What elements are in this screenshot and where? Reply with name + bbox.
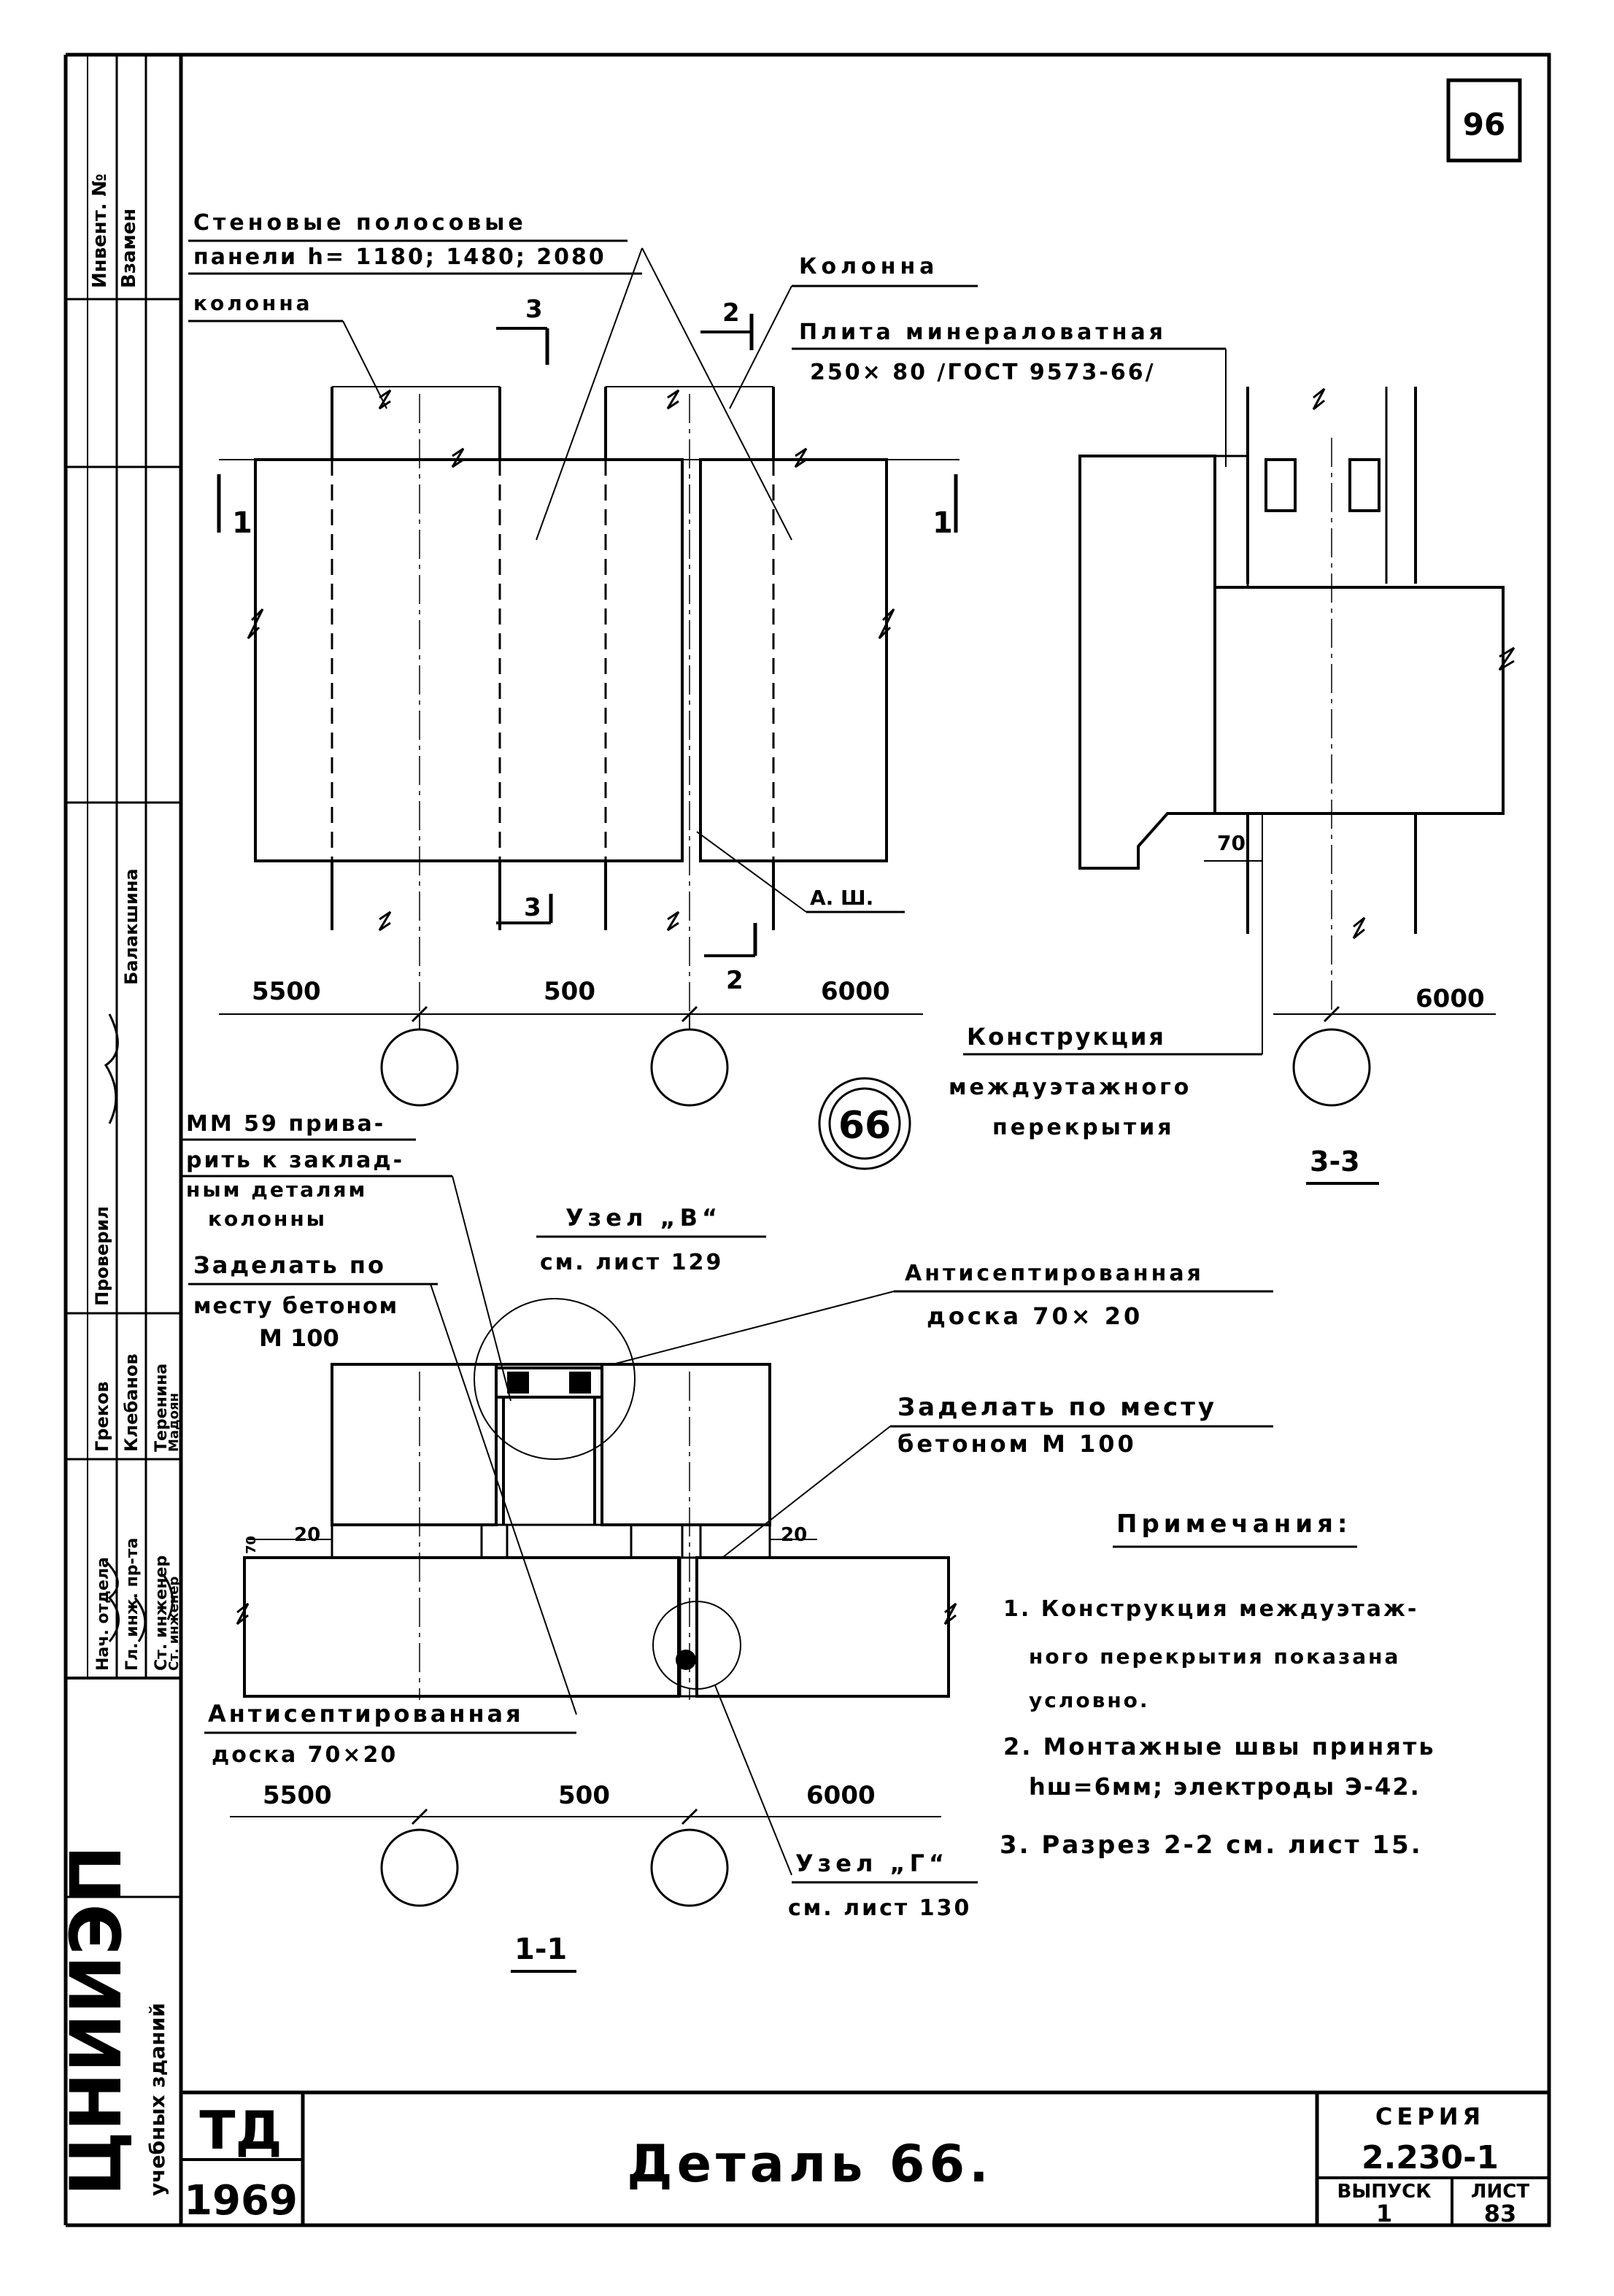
- label-floor: Конструкция: [967, 1023, 1166, 1051]
- issue-value: 1: [1376, 2200, 1392, 2227]
- note-mm59-1: ММ 59 прива-: [186, 1111, 385, 1137]
- dim-6000: 6000: [821, 977, 890, 1006]
- note-1-line-1: 1. Конструкция междуэтаж-: [1003, 1596, 1418, 1622]
- side-stamp: Инвент. № Взамен Нач. отдела Гл. инж. пр…: [66, 55, 182, 1898]
- label-aw: А. Ш.: [810, 886, 873, 910]
- sheet-title: Деталь 66.: [627, 2134, 993, 2194]
- caption-1-1: 1-1: [514, 1933, 567, 1966]
- td-label: ТД: [199, 2100, 282, 2161]
- page-number-box: 96: [1446, 78, 1522, 163]
- dim-70-side: 70: [244, 1536, 259, 1554]
- dim-6000-right: 6000: [1416, 984, 1485, 1013]
- stamp-name-1: Греков: [92, 1381, 112, 1452]
- dim-5500: 5500: [252, 977, 321, 1006]
- org-block: ЦНИИЭП учебных зданий: [55, 1845, 169, 2196]
- stamp-name-3: Теренина: [152, 1364, 171, 1452]
- note-3: 3. Разрез 2-2 см. лист 15.: [1000, 1831, 1423, 1860]
- note-seal-1: Заделать по: [193, 1251, 386, 1279]
- note-2-line-2: hш=6мм; электроды Э-42.: [1029, 1773, 1421, 1801]
- dim-500-bottom: 500: [558, 1781, 610, 1810]
- label-mineral-2: 250× 80 /ГОСТ 9573-66/: [810, 360, 1156, 385]
- page-number: 96: [1463, 107, 1505, 142]
- uzel-g: Узел „Г“: [795, 1849, 949, 1877]
- dim-5500-bottom: 5500: [263, 1781, 332, 1810]
- section-3-3: Плита минераловатная 250× 80 /ГОСТ 9573-…: [792, 320, 1515, 1185]
- note-2-line-1: 2. Монтажные швы принять: [1003, 1733, 1436, 1760]
- label-panels: Стеновые полосовые: [193, 210, 527, 236]
- sheet-label: ЛИСТ: [1471, 2181, 1529, 2203]
- title-block: ТД 1969 Деталь 66. СЕРИЯ 2.230-1 ВЫПУСК …: [181, 2090, 1549, 2227]
- stamp-role-3: Ст. инженер: [152, 1555, 171, 1671]
- stamp-inventory: Инвент. №: [89, 174, 111, 288]
- note-seal-2: месту бетоном: [193, 1294, 398, 1319]
- label-floor-3: перекрытия: [992, 1115, 1175, 1140]
- year: 1969: [184, 2177, 298, 2225]
- uzel-b: Узел „В“: [565, 1204, 722, 1232]
- stamp-name-4: Мадоян: [166, 1393, 182, 1452]
- caption-3-3: 3-3: [1310, 1145, 1360, 1178]
- dim-6000-bottom: 6000: [806, 1781, 876, 1810]
- notes-heading: Примечания:: [1116, 1510, 1352, 1539]
- note-1-line-3: условно.: [1029, 1688, 1150, 1712]
- detail-mark: 66: [818, 1077, 911, 1170]
- cut-3-bottom: 3: [524, 893, 541, 922]
- label-column-left: колонна: [193, 291, 313, 315]
- cut-1-left: 1: [232, 506, 252, 540]
- dim-20-right: 20: [781, 1524, 807, 1546]
- issue-label: ВЫПУСК: [1337, 2181, 1432, 2203]
- label-column-right: Колонна: [799, 254, 938, 279]
- label-mineral: Плита минераловатная: [799, 320, 1167, 345]
- series-value: 2.230-1: [1362, 2139, 1499, 2176]
- stamp-name-2: Клебанов: [121, 1353, 142, 1452]
- stamp-replaces: Взамен: [118, 209, 140, 288]
- board-label-2: доска 70× 20: [927, 1302, 1143, 1330]
- note-mm59-4: колонны: [208, 1207, 327, 1231]
- label-panels-2: панели h= 1180; 1480; 2080: [193, 244, 606, 270]
- cut-1-right: 1: [933, 506, 953, 540]
- dim-20-left: 20: [294, 1524, 320, 1546]
- cut-2-top: 2: [722, 298, 740, 328]
- board-label-1: Антисептированная: [905, 1261, 1204, 1286]
- cut-3-top: 3: [525, 295, 543, 324]
- series-label: СЕРИЯ: [1375, 2103, 1485, 2130]
- cut-2-bottom: 2: [726, 966, 744, 995]
- notes: Примечания: 1. Конструкция междуэтаж- но…: [1000, 1510, 1436, 1860]
- uzel-g-ref: см. лист 130: [788, 1895, 971, 1921]
- stamp-role-4: Ст. инженер: [166, 1576, 182, 1671]
- sheet-value: 83: [1484, 2200, 1517, 2227]
- stamp-checked-name: Балакшина: [121, 868, 142, 985]
- signature-mark: [104, 1013, 119, 1124]
- seal2-label-2: бетоном М 100: [897, 1430, 1137, 1458]
- note-1-line-2: ного перекрытия показана: [1029, 1644, 1400, 1669]
- section-1-1: ММ 59 прива- рить к заклад- ным деталям …: [182, 1111, 1273, 1973]
- detail-mark-label: 66: [838, 1104, 891, 1148]
- note-mm59-2: рить к заклад-: [186, 1148, 404, 1173]
- stamp-role-1: Нач. отдела: [94, 1557, 112, 1671]
- org-subtitle: учебных зданий: [145, 2003, 169, 2196]
- note-mm59-3: ным деталям: [186, 1178, 367, 1202]
- elevation-view: Стеновые полосовые панели h= 1180; 1480;…: [188, 210, 978, 1107]
- board-bottom-2: доска 70×20: [212, 1742, 398, 1768]
- note-seal-3: М 100: [259, 1324, 339, 1352]
- label-floor-2: междуэтажного: [949, 1075, 1192, 1100]
- dim-70: 70: [1217, 831, 1246, 855]
- uzel-b-ref: см. лист 129: [540, 1250, 723, 1275]
- sheet-frame: [63, 53, 1551, 2227]
- stamp-checked-label: Проверил: [92, 1206, 112, 1306]
- board-bottom-1: Антисептированная: [208, 1700, 524, 1728]
- dim-500: 500: [544, 977, 595, 1006]
- org-name: ЦНИИЭП: [55, 1845, 137, 2196]
- seal2-label-1: Заделать по месту: [897, 1393, 1217, 1422]
- signatures: [104, 1560, 174, 1642]
